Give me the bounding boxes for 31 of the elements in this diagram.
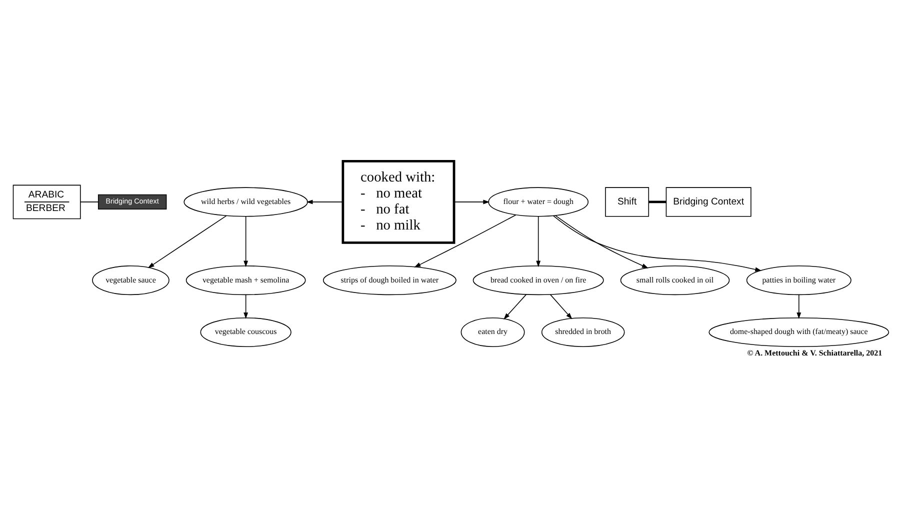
arrow (555, 214, 648, 268)
node-ellipse: vegetable sauce (92, 265, 170, 295)
arrow (148, 214, 227, 268)
arrow (552, 214, 762, 272)
node-ellipse: bread cooked in oven / on fire (472, 265, 604, 295)
arrow (536, 216, 541, 267)
arrow (244, 216, 248, 267)
node-ellipse: flour + water = dough (488, 186, 589, 216)
node-box: ARABIC BERBER (12, 184, 81, 219)
caption: © A. Mettouchi & V. Schiattarella, 2021 (747, 348, 882, 357)
connector (648, 200, 666, 203)
arrow (244, 294, 248, 318)
node-ellipse: wild herbs / wild vegetables (184, 186, 308, 216)
arrow (796, 294, 802, 318)
node-ellipse: vegetable mash + semolina (186, 265, 306, 295)
arrow (504, 294, 527, 319)
node-ellipse: dome-shaped dough with (fat/meaty) sauce (708, 316, 890, 347)
arrow (306, 199, 344, 204)
node-ellipse: small rolls cooked in oil (620, 265, 730, 295)
node-box: cooked with: - no meat - no fat - no milk (342, 160, 456, 244)
arrow (550, 294, 572, 319)
node-box: Bridging Context (98, 194, 167, 210)
node-ellipse: strips of dough boiled in water (322, 265, 456, 295)
node-box: Bridging Context (666, 186, 752, 216)
connector (80, 201, 99, 202)
arrow (454, 199, 490, 204)
node-ellipse: shredded in broth (541, 316, 625, 347)
node-ellipse: eaten dry (460, 316, 525, 347)
arrow (414, 214, 516, 267)
node-ellipse: vegetable couscous (200, 316, 292, 347)
node-box: Shift (605, 186, 650, 216)
